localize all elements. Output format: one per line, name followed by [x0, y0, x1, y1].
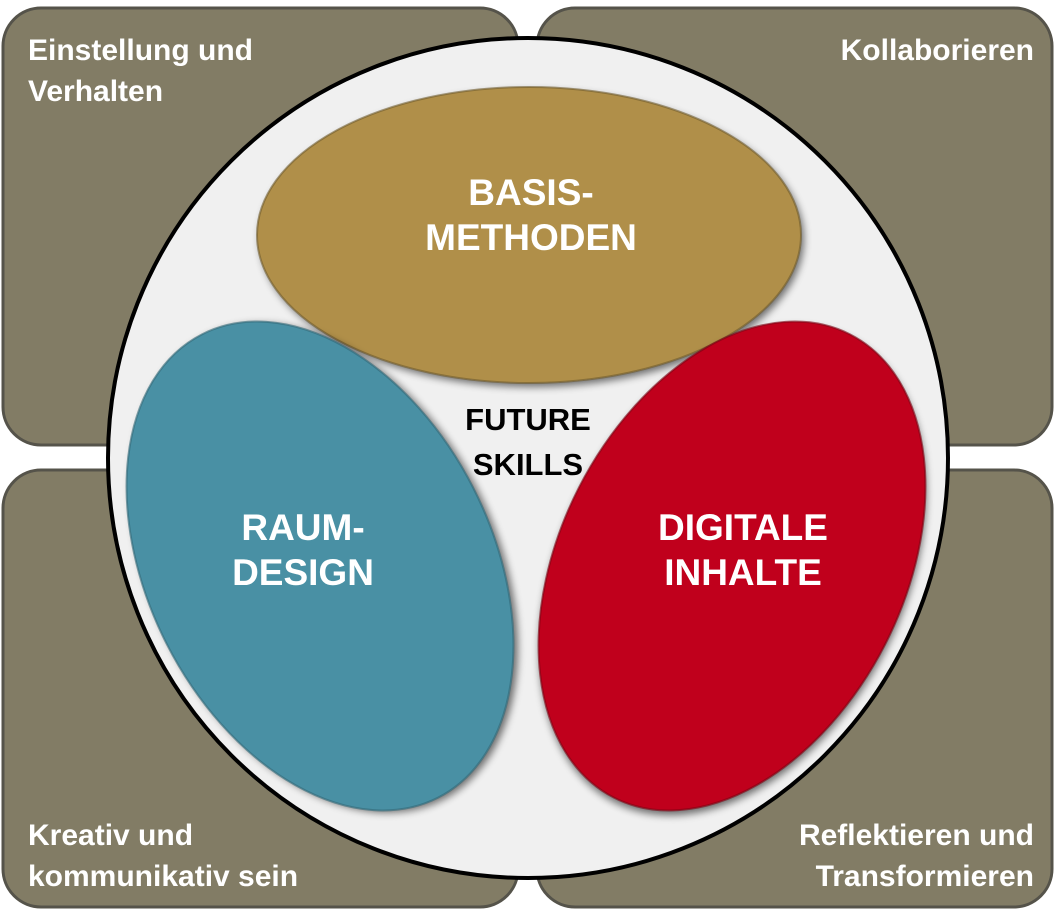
oval-basis-label-line2: METHODEN	[425, 217, 637, 258]
oval-digital-label-line1: DIGITALE	[658, 507, 828, 548]
oval-basis-methoden-shade	[256, 86, 802, 384]
center-label-line1: FUTURE	[465, 402, 591, 437]
oval-raum-design	[126, 321, 514, 811]
quadrant-bottom-left-label-line1: Kreativ und	[28, 819, 193, 852]
oval-digitale-inhalte-shade	[537, 320, 927, 812]
oval-basis-label-line1: BASIS-	[468, 172, 593, 213]
quadrant-top-left-label-line2: Verhalten	[28, 75, 163, 108]
oval-digitale-inhalte	[538, 321, 926, 811]
quadrant-bottom-left-label-line2: kommunikativ sein	[28, 860, 298, 893]
quadrant-bottom-right-label-line2: Transformieren	[816, 860, 1034, 893]
quadrant-bottom-right-label-line1: Reflektieren und	[799, 819, 1034, 852]
oval-digital-label-line2: INHALTE	[664, 552, 822, 593]
center-label-line2: SKILLS	[473, 447, 583, 482]
quadrant-top-right-label: Kollaborieren	[841, 34, 1034, 67]
oval-raum-label-line2: DESIGN	[232, 552, 374, 593]
quadrant-top-left-label-line1: Einstellung und	[28, 34, 253, 67]
oval-basis-methoden	[257, 87, 801, 383]
oval-raum-label-line1: RAUM-	[241, 507, 364, 548]
